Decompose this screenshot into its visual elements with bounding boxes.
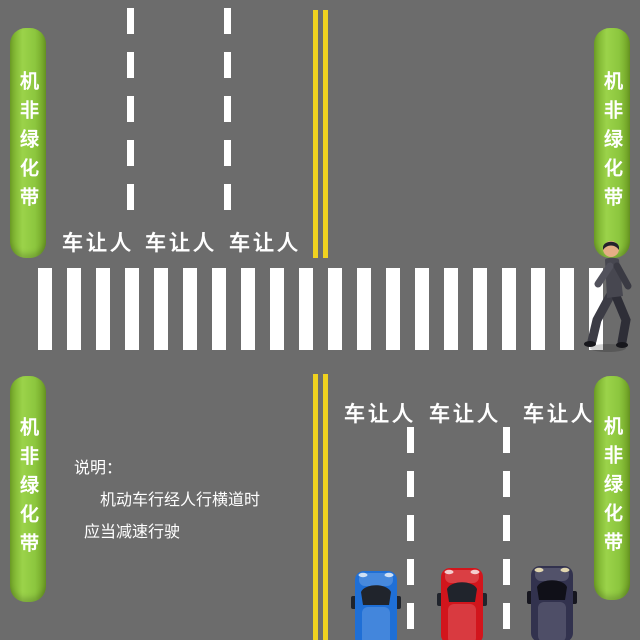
yield-label-top-2: 车让人 (145, 231, 217, 255)
double-yellow-center-line-bottom (313, 374, 328, 640)
yield-label-bottom-3: 车让人 (523, 402, 595, 426)
greenbelt-label: 机非绿化带 (601, 70, 623, 216)
greenbelt-label: 机非绿化带 (17, 416, 39, 562)
yield-label-bottom-1: 车让人 (344, 402, 416, 426)
dashed-lane-line (224, 8, 231, 216)
yield-label-top-3: 车让人 (229, 231, 301, 255)
note-line-2: 应当减速行驶 (84, 522, 181, 541)
dashed-lane-line (503, 427, 510, 640)
greenbelt-top-right: 机非绿化带 (594, 28, 630, 258)
dashed-lane-line (407, 427, 414, 640)
greenbelt-label: 机非绿化带 (17, 70, 39, 216)
zebra-crosswalk (38, 268, 618, 350)
double-yellow-center-line-top (313, 10, 328, 258)
red-car-icon (437, 568, 487, 640)
note-heading: 说明： (74, 458, 123, 477)
blue-car-icon (351, 571, 401, 640)
dashed-lane-line (127, 8, 134, 216)
yield-label-bottom-2: 车让人 (429, 402, 501, 426)
explanation-note: 说明： 机动车行经人行横道时 应当减速行驶 (74, 452, 260, 548)
yield-label-top-1: 车让人 (62, 231, 134, 255)
note-line-1: 机动车行经人行横道时 (100, 490, 261, 509)
greenbelt-bottom-right: 机非绿化带 (594, 376, 630, 600)
pedestrian-icon (584, 241, 632, 352)
dark-car-icon (527, 566, 577, 640)
greenbelt-label: 机非绿化带 (601, 415, 623, 561)
greenbelt-top-left: 机非绿化带 (10, 28, 46, 258)
greenbelt-bottom-left: 机非绿化带 (10, 376, 46, 602)
